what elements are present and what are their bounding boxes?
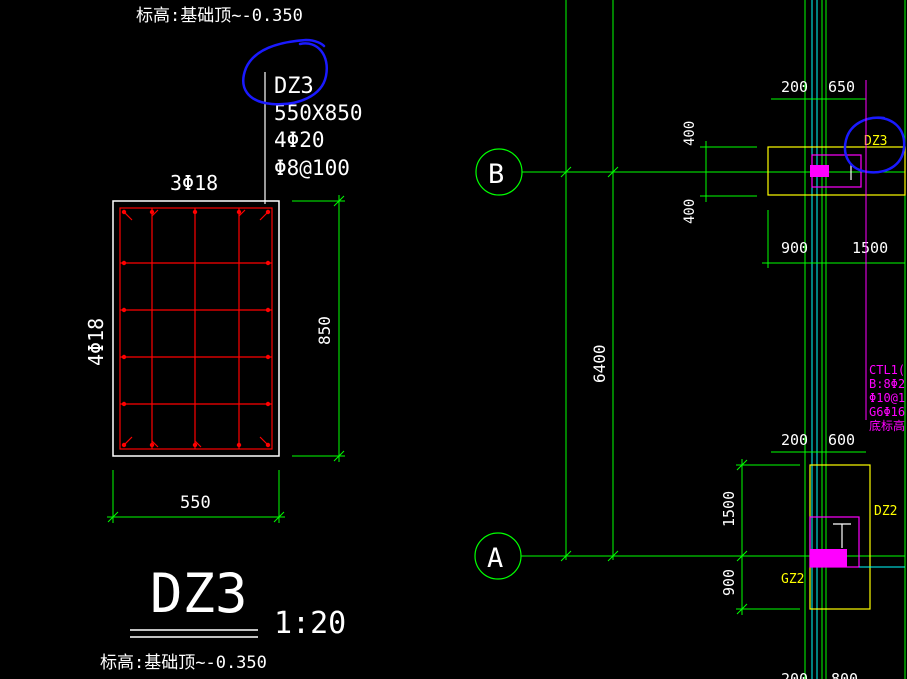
middle-dimensions — [771, 446, 866, 462]
axis-a-tick-1 — [560, 550, 572, 562]
top-bars-label: 3Φ18 — [170, 171, 218, 195]
span-dimension-label: 6400 — [590, 344, 609, 383]
hand-circle-annotation-1 — [242, 38, 329, 106]
dim-upper-400: 400 — [682, 121, 698, 146]
rebar-cage — [119, 207, 273, 450]
column-tag-name: DZ3 — [274, 74, 314, 99]
top-elevation-label: 标高:基础顶~-0.350 — [136, 6, 303, 26]
column-tag-long-bars: 4Φ20 — [274, 128, 325, 152]
lower-wall-block — [809, 464, 871, 610]
ctl-line-2: B:8Φ2 — [869, 377, 905, 391]
axis-b-tick-2 — [607, 166, 619, 178]
width-dimension-label: 550 — [180, 493, 211, 513]
plan-view: B A 6400 200 650 400 400 — [474, 0, 907, 679]
plan-dz2-label: DZ2 — [874, 504, 897, 519]
axis-b-label: B — [488, 159, 504, 190]
rebar-dots — [121, 209, 271, 448]
dim-mid-200: 200 — [781, 431, 808, 449]
title-elevation: 标高:基础顶~-0.350 — [100, 653, 267, 673]
ctl-line-1: CTL1( — [869, 363, 905, 377]
plan-gz2-label: GZ2 — [781, 572, 804, 587]
dim-side-1500: 1500 — [720, 491, 738, 527]
axis-a-label: A — [487, 543, 503, 574]
dim-top-650: 650 — [828, 78, 855, 96]
dim-bottom-800: 800 — [831, 670, 858, 679]
upper-wall-block — [767, 146, 906, 196]
section-outline — [112, 200, 280, 457]
height-dimension-label: 850 — [315, 316, 334, 345]
width-dimension — [107, 470, 285, 523]
title-name: DZ3 — [150, 562, 248, 625]
column-tag-stirrups: Φ8@100 — [274, 156, 350, 180]
side-dimensions — [736, 459, 800, 615]
column-section-detail: 标高:基础顶~-0.350 DZ3 550X850 4Φ20 Φ8@100 3Φ… — [84, 6, 363, 673]
plan-cyan-lines — [811, 0, 818, 679]
title-scale: 1:20 — [274, 606, 346, 641]
dim-lower-400: 400 — [682, 199, 698, 224]
side-bars-label: 4Φ18 — [84, 318, 108, 366]
axis-b-tick-1 — [560, 166, 572, 178]
column-tag-size: 550X850 — [274, 101, 363, 125]
ctl-note: CTL1( B:8Φ2 Φ10@1 G6Φ16 底标高:- — [869, 363, 907, 433]
dim-top-200: 200 — [781, 78, 808, 96]
ctl-line-4: G6Φ16 — [869, 405, 905, 419]
hand-circle-annotation-2 — [843, 116, 906, 174]
dim-side-900: 900 — [720, 569, 738, 596]
dim-bottom-200: 200 — [781, 670, 808, 679]
lower-column-fill — [810, 549, 847, 567]
dim-900: 900 — [781, 239, 808, 257]
upper-dimensions — [700, 94, 905, 268]
ctl-line-5: 底标高:- — [869, 418, 907, 433]
upper-column-fill — [810, 165, 829, 177]
height-dimension — [292, 195, 345, 462]
dim-mid-600: 600 — [828, 431, 855, 449]
dim-1500: 1500 — [852, 239, 888, 257]
lower-column-mark — [833, 523, 851, 548]
ctl-line-3: Φ10@1 — [869, 391, 905, 405]
axis-a-tick-2 — [607, 550, 619, 562]
plan-dz3-label: DZ3 — [864, 134, 887, 149]
